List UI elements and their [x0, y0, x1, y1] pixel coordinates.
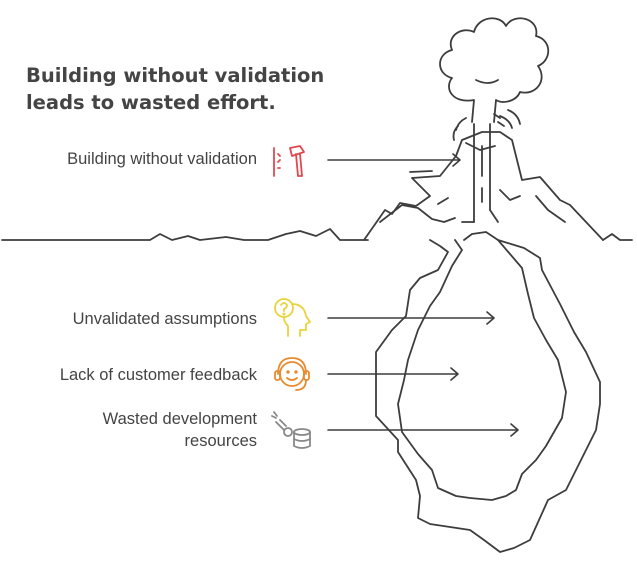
ground-line — [1, 228, 633, 241]
arrow-lack-of-customer-feedback — [327, 367, 459, 381]
hammer-icon — [273, 145, 305, 177]
volcano — [363, 109, 604, 241]
connector-arrows — [327, 153, 519, 437]
arrow-wasted-development-resources — [327, 423, 519, 437]
label-wasted-line-2: resources — [184, 432, 257, 450]
customer-support-icon — [274, 357, 310, 391]
iceberg — [375, 231, 601, 553]
title-line-1: Building without validation — [26, 64, 325, 87]
title-line-2: leads to wasted effort. — [26, 91, 276, 114]
label-wasted-development-resources: Wasted development resources — [103, 408, 257, 452]
diagram-title: Building without validation leads to was… — [26, 62, 346, 116]
arrow-building-without-validation — [327, 153, 461, 167]
eruption-cloud — [439, 17, 550, 123]
bomb-database-icon — [271, 411, 311, 449]
question-head-icon — [274, 298, 311, 337]
label-wasted-line-1: Wasted development — [102, 410, 257, 428]
label-building-without-validation: Building without validation — [67, 150, 257, 168]
label-lack-of-customer-feedback: Lack of customer feedback — [59, 366, 257, 384]
cloud-detail — [475, 79, 499, 84]
arrow-unvalidated-assumptions — [327, 311, 495, 325]
label-unvalidated-assumptions: Unvalidated assumptions — [72, 310, 257, 328]
